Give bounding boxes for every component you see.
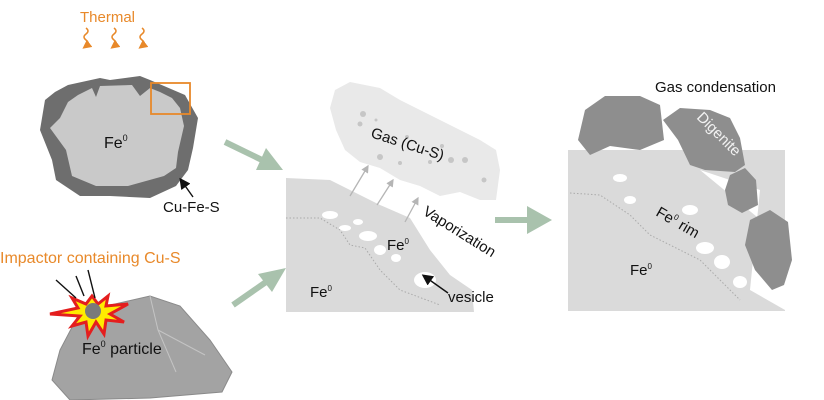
gas-particles [357, 111, 487, 183]
fe-right-label: Fe0 [630, 262, 653, 279]
impact-motion-lines [55, 269, 96, 299]
vapor-arrows [349, 164, 419, 223]
zoom-box [150, 82, 191, 115]
digenite-grains [578, 96, 792, 290]
fe-lower-label: Fe0 [310, 284, 333, 301]
grain-boundary-right [569, 192, 741, 301]
fe-upper-label: Fe0 [387, 237, 410, 254]
particle-label: Fe0 particle [82, 339, 162, 358]
flow-arrows [223, 139, 552, 308]
condensation-title: Gas condensation [655, 79, 776, 96]
arrow-thermal-to-vapor [223, 139, 264, 163]
vesicle-label: vesicle [448, 289, 494, 306]
thermal-particle: Thermal Fe0 Cu-Fe-S [40, 9, 220, 216]
rock-facets [149, 295, 206, 373]
rim-label: Cu-Fe-S [163, 199, 220, 216]
vaporization-panel: Gas (Cu-S) Vaporization Fe0 Fe0 vesicle [286, 82, 500, 312]
impactor-ball [85, 303, 101, 319]
heat-arrow-icons [82, 27, 149, 49]
grain-boundary [286, 217, 441, 306]
vesicle-pointer-arrow [421, 274, 449, 294]
rim-pointer-arrow [179, 177, 194, 198]
arrow-impact-to-vapor [231, 279, 268, 308]
impact-particle: Impactor containing Cu-S Fe0 particle [0, 250, 233, 400]
impactor-label: Impactor containing Cu-S [0, 250, 181, 267]
core-label: Fe0 [104, 133, 128, 152]
condensation-panel: Gas condensation Digenite Fe0 rim Fe0 [568, 79, 792, 311]
gas-cloud [330, 82, 500, 200]
thermal-label: Thermal [80, 9, 135, 26]
